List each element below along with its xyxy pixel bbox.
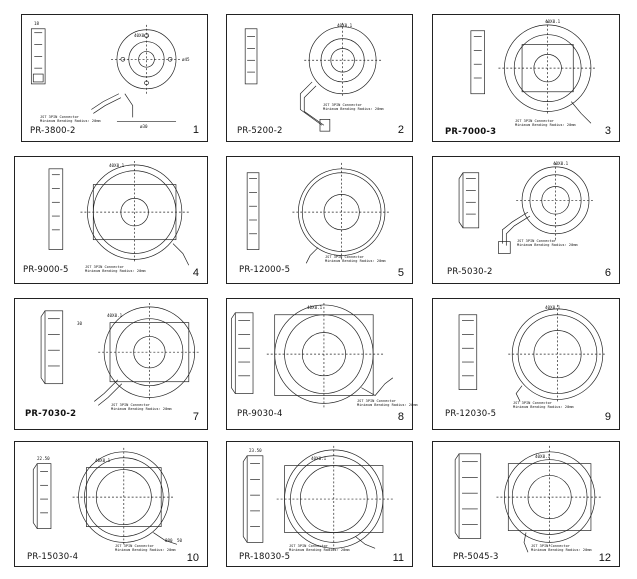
figure-number: 7 [192, 411, 199, 423]
drawing-card-6: 40X0.1 JST 3PIN Connector Minimum Bendin… [432, 156, 620, 284]
model-label: PR-7030-2 [25, 409, 77, 419]
drawing-card-3: 40X0.1 JST 3PIN Connector Minimum Bendin… [432, 14, 620, 142]
dimension-label: 22.50 [37, 456, 50, 461]
model-label: PR-5200-2 [237, 126, 283, 136]
drawing-card-1: 18 40X0.1 ø45 ø30 JST 3PIN Connector Min… [21, 14, 208, 142]
dimension-label: 40X0.1 [337, 23, 353, 28]
model-label: PR-12030-5 [445, 409, 497, 419]
dimension-label: 40X0.1 [109, 163, 125, 168]
connector-note: JST 3PIN Connector Minimum Bending Radiu… [515, 119, 576, 128]
technical-drawing-pr-7000-3 [470, 20, 597, 124]
figure-number: 4 [192, 267, 199, 279]
drawing-card-4: 40X0.1 JST 3PIN Connector Minimum Bendin… [14, 156, 208, 284]
figure-number: 3 [604, 125, 611, 137]
connector-note: JST 3PIN Connector Minimum Bending Radiu… [323, 103, 384, 112]
figure-number: 1 [192, 124, 199, 136]
dimension-label: ø30 [140, 124, 148, 129]
figure-number: 2 [397, 124, 404, 136]
drawing-card-2: 40X0.1 JST 3PIN Connector Minimum Bendin… [226, 14, 413, 142]
connector-note: JST 3PIN Connector Minimum Bending Radiu… [115, 544, 176, 553]
dimension-label: 40X0.1 [107, 313, 123, 318]
dimension-label: 40X0.1 [307, 305, 323, 310]
dimension-label: 30 [77, 321, 83, 326]
figure-number: 12 [598, 552, 611, 564]
figure-number: 9 [604, 411, 611, 423]
drawing-card-9: 40X0.1 JST 3PIN Connector Minimum Bendin… [432, 298, 620, 430]
drawing-card-5: JST 3PIN Connector Minimum Bending Radiu… [226, 156, 413, 284]
model-label: PR-9000-5 [23, 265, 69, 275]
drawing-card-12: 40X0.1 JST 3PIN Connector Minimum Bendin… [432, 441, 620, 567]
connector-note: JST 3PIN Connector Minimum Bending Radiu… [111, 403, 172, 412]
figure-number: 8 [397, 411, 404, 423]
figure-number: 11 [392, 552, 404, 564]
connector-note: JST 3PIN Connector Minimum Bending Radiu… [40, 115, 101, 124]
figure-number: 10 [186, 552, 199, 564]
drawing-card-10: 22.50 40X0.1 800 50 JST 3PIN Connector M… [14, 441, 208, 567]
dimension-label: 40X0.1 [134, 33, 150, 38]
technical-drawing-pr-5200-2 [244, 22, 382, 132]
connector-note: JST 3PIN Connector Minimum Bending Radiu… [289, 544, 350, 553]
model-label: PR-18030-5 [239, 552, 291, 562]
technical-drawing-pr-9000-5 [48, 160, 190, 266]
connector-note: JST 3PIN Connector Minimum Bending Radiu… [325, 255, 386, 264]
connector-note: JST 3PIN Connector Minimum Bending Radiu… [517, 239, 578, 248]
dimension-label: 40X0.1 [545, 19, 561, 24]
model-label: PR-12000-5 [239, 265, 291, 275]
dimension-label: 40X0.1 [311, 456, 327, 461]
model-label: PR-9030-4 [237, 409, 283, 419]
dimension-label: 50 [177, 538, 183, 543]
dimension-label: 40X0.1 [535, 454, 551, 459]
technical-drawing-pr-9030-4 [231, 302, 394, 408]
technical-drawing-pr-18030-5 [242, 445, 395, 553]
figure-number: 5 [397, 267, 404, 279]
connector-note: JST 3PIN Connector Minimum Bending Radiu… [513, 401, 574, 410]
technical-drawing-pr-5045-3 [454, 445, 603, 553]
technical-drawing-pr-12030-5 [458, 304, 607, 404]
connector-note: JST 3PIN Connector Minimum Bending Radiu… [531, 544, 592, 553]
technical-drawing-pr-12000-5 [246, 162, 391, 264]
connector-note: JST 3PIN Connector Minimum Bending Radiu… [85, 265, 146, 274]
dimension-label: 800 [165, 538, 173, 543]
technical-drawing-pr-5030-2 [458, 162, 595, 254]
technical-drawing-pr-3800-2 [30, 24, 182, 122]
figure-number: 6 [604, 267, 611, 279]
dimension-label: ø45 [182, 57, 190, 62]
dimension-label: 23.50 [249, 448, 262, 453]
dimension-label: 40X0.1 [553, 161, 569, 166]
dimension-label: 18 [34, 21, 40, 26]
model-label: PR-5030-2 [447, 267, 493, 277]
drawing-card-8: 40X0.1 JST 3PIN Connector Minimum Bendin… [226, 298, 418, 430]
model-label: PR-5045-3 [453, 552, 499, 562]
model-label: PR-3800-2 [30, 126, 76, 136]
drawing-card-11: 23.50 40X0.1 JST 3PIN Connector Minimum … [226, 441, 413, 567]
technical-drawing-pr-7030-2 [40, 302, 201, 406]
model-label: PR-15030-4 [27, 552, 79, 562]
model-label: PR-7000-3 [445, 127, 497, 137]
dimension-label: 40X0.1 [545, 305, 561, 310]
drawing-card-7: 40X0.1 30 JST 3PIN Connector Minimum Ben… [14, 298, 208, 430]
technical-drawing-pr-15030-4 [32, 447, 178, 547]
dimension-label: 40X0.1 [95, 458, 111, 463]
connector-note: JST 3PIN Connector Minimum Bending Radiu… [357, 399, 418, 408]
